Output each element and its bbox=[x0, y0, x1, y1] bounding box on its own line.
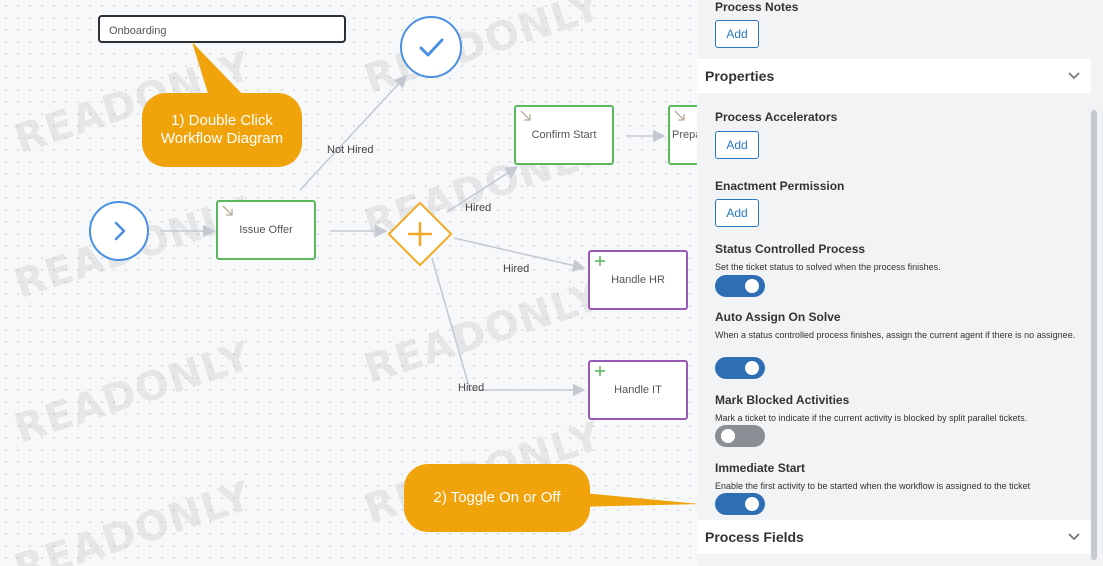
field-description: Set the ticket status to solved when the… bbox=[715, 262, 941, 272]
edge-label-not-hired: Not Hired bbox=[327, 144, 374, 156]
connector-line bbox=[453, 237, 586, 272]
mark-blocked-field: Mark Blocked Activities Mark a ticket to… bbox=[715, 393, 1085, 425]
field-label: Process Notes bbox=[715, 0, 799, 14]
callout-text: Workflow Diagram bbox=[160, 130, 284, 147]
status-controlled-toggle[interactable] bbox=[715, 275, 765, 297]
task-handle-hr[interactable]: Handle HR bbox=[588, 250, 688, 310]
task-plus-icon bbox=[595, 256, 605, 266]
end-check-icon bbox=[419, 38, 444, 57]
callout-text: 1) Double Click bbox=[171, 112, 273, 129]
field-label: Enactment Permission bbox=[715, 179, 845, 193]
task-label: Prepa bbox=[672, 129, 697, 141]
auto-assign-field: Auto Assign On Solve When a status contr… bbox=[715, 310, 1085, 342]
task-handle-it[interactable]: Handle IT bbox=[588, 360, 688, 420]
section-title: Process Fields bbox=[705, 529, 804, 545]
task-issue-offer[interactable]: Issue Offer bbox=[216, 200, 316, 260]
task-label: Confirm Start bbox=[531, 129, 597, 141]
callout-toggle: 2) Toggle On or Off bbox=[404, 464, 590, 532]
task-arrow-icon bbox=[674, 110, 685, 121]
task-arrow-icon bbox=[520, 110, 531, 121]
process-accelerators-field: Process Accelerators bbox=[715, 110, 1085, 124]
task-label: Issue Offer bbox=[239, 224, 293, 236]
edge-label-hired: Hired bbox=[458, 382, 485, 394]
connector-line bbox=[431, 257, 586, 397]
start-node[interactable] bbox=[89, 201, 149, 261]
task-arrow-icon bbox=[222, 205, 233, 216]
task-confirm-start[interactable]: Confirm Start bbox=[514, 105, 614, 165]
enactment-permission-add-button[interactable]: Add bbox=[715, 199, 759, 227]
toggle-knob bbox=[721, 429, 735, 443]
mark-blocked-toggle[interactable] bbox=[715, 425, 765, 447]
start-chevron-icon bbox=[114, 221, 126, 241]
gateway-plus-icon bbox=[407, 221, 433, 247]
task-plus-icon bbox=[595, 366, 605, 376]
field-description: Mark a ticket to indicate if the current… bbox=[715, 413, 1028, 423]
process-notes-field: Process Notes bbox=[715, 0, 1085, 14]
field-label: Immediate Start bbox=[715, 461, 806, 475]
enactment-permission-field: Enactment Permission bbox=[715, 179, 1085, 193]
panel-scrollbar[interactable] bbox=[1091, 110, 1097, 560]
properties-section-header[interactable]: Properties bbox=[697, 59, 1091, 93]
field-label: Auto Assign On Solve bbox=[715, 310, 841, 324]
connector-line bbox=[446, 166, 519, 213]
field-description: When a status controlled process finishe… bbox=[715, 330, 1076, 340]
callout-pointer bbox=[192, 42, 697, 508]
workflow-connectors bbox=[160, 74, 666, 397]
process-notes-add-button[interactable]: Add bbox=[715, 20, 759, 48]
field-label: Process Accelerators bbox=[715, 110, 838, 124]
auto-assign-toggle[interactable] bbox=[715, 357, 765, 379]
immediate-start-toggle[interactable] bbox=[715, 493, 765, 515]
edge-label-hired: Hired bbox=[465, 202, 492, 214]
task-label: Handle HR bbox=[611, 274, 665, 286]
field-label: Status Controlled Process bbox=[715, 242, 866, 256]
workflow-canvas[interactable]: READONLY READONLY READONLY READONLY READ… bbox=[0, 0, 697, 566]
field-label: Mark Blocked Activities bbox=[715, 393, 850, 407]
edge-label-hired: Hired bbox=[503, 263, 530, 275]
end-node[interactable] bbox=[400, 16, 462, 78]
process-fields-section-header[interactable]: Process Fields bbox=[697, 520, 1091, 554]
callout-double-click: 1) Double Click Workflow Diagram bbox=[142, 93, 302, 167]
field-description: Enable the first activity to be started … bbox=[715, 481, 1031, 491]
toggle-knob bbox=[745, 497, 759, 511]
task-prepare[interactable]: Prepa bbox=[668, 105, 697, 165]
section-title: Properties bbox=[705, 68, 775, 84]
task-label: Handle IT bbox=[614, 384, 662, 396]
properties-panel: Process Notes Add Properties Process Acc… bbox=[697, 0, 1103, 566]
chevron-down-icon bbox=[1068, 533, 1080, 541]
connector-line bbox=[299, 74, 408, 191]
toggle-knob bbox=[745, 361, 759, 375]
process-accelerators-add-button[interactable]: Add bbox=[715, 131, 759, 159]
toggle-knob bbox=[745, 279, 759, 293]
status-controlled-field: Status Controlled Process Set the ticket… bbox=[715, 242, 1085, 274]
chevron-down-icon bbox=[1068, 72, 1080, 80]
workflow-name-box[interactable]: Onboarding bbox=[98, 15, 346, 43]
immediate-start-field: Immediate Start Enable the first activit… bbox=[715, 461, 1085, 493]
